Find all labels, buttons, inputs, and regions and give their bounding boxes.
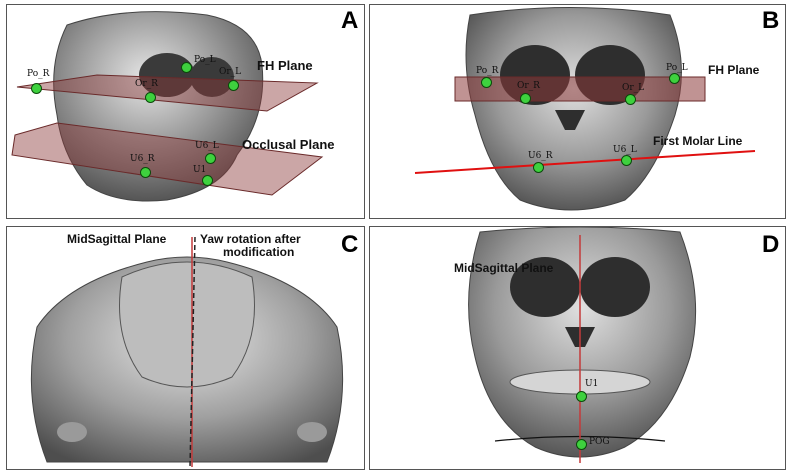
panel-a-figure: [11, 11, 324, 202]
landmark-u6-r-label: U6_R: [130, 154, 155, 164]
landmark-u6-l: [621, 155, 632, 166]
first-molar-line: [414, 150, 756, 174]
landmark-u6-r-label: U6_R: [528, 151, 553, 161]
landmark-po-r: [481, 77, 492, 88]
fh-plane: [454, 76, 706, 102]
landmark-or-l-label: Or_L: [622, 83, 645, 93]
panel-d-figure: [468, 227, 697, 463]
landmark-or-r: [520, 93, 531, 104]
yaw-rotation-label-line2: modification: [223, 245, 295, 259]
landmark-u6-l: [205, 153, 216, 164]
panel-c-figure: [30, 236, 344, 468]
landmark-u1: [202, 175, 213, 186]
fh-plane-label: FH Plane: [708, 63, 760, 77]
landmark-u1-label: U1: [585, 379, 599, 389]
fh-plane-label: FH Plane: [257, 58, 313, 73]
occlusal-plane: [11, 122, 324, 196]
panel-d: D MidSagittal Plane U1 POG: [369, 226, 786, 470]
landmark-po-r-label: Po_R: [476, 66, 499, 76]
midsagittal-plane-label: MidSagittal Plane: [454, 261, 554, 275]
landmark-pog: [576, 439, 587, 450]
panel-c: C MidSagittal Plane Yaw rotation after m…: [6, 226, 365, 470]
landmark-u6-l-label: U6_L: [195, 141, 219, 151]
landmark-pog-label: POG: [589, 437, 610, 447]
landmark-po-l-label: Po_L: [666, 63, 688, 73]
panel-b: B FH Plane First Molar Line Po_R Or_R Or…: [369, 4, 786, 219]
landmark-or-l-label: Or_L: [219, 67, 242, 77]
panel-a-letter: A: [341, 7, 359, 34]
skull-render: [465, 7, 682, 211]
panel-b-letter: B: [762, 7, 780, 34]
yaw-rotation-line: [189, 236, 196, 468]
landmark-or-r-label: Or_R: [517, 81, 540, 91]
first-molar-line-label: First Molar Line: [653, 134, 743, 148]
landmark-or-r-label: Or_R: [135, 79, 158, 89]
landmark-po-r: [31, 83, 42, 94]
panel-b-figure: [414, 7, 756, 211]
landmark-or-r: [145, 92, 156, 103]
landmark-po-r-label: Po_R: [27, 69, 50, 79]
landmark-u6-l-label: U6_L: [613, 145, 637, 155]
midsagittal-plane-label: MidSagittal Plane: [67, 232, 167, 246]
landmark-or-l: [625, 94, 636, 105]
panel-d-letter: D: [762, 231, 780, 258]
panel-c-letter: C: [341, 231, 359, 258]
occlusal-plane-label: Occlusal Plane: [242, 137, 335, 152]
landmark-po-l: [669, 73, 680, 84]
landmark-u6-r: [140, 167, 151, 178]
landmark-u1-label: U1: [193, 165, 207, 175]
landmark-or-l: [228, 80, 239, 91]
panel-a: A FH Plane Occlusal Plane Po_R Or_R Po_L…: [6, 4, 365, 219]
landmark-u1: [576, 391, 587, 402]
landmark-po-l-label: Po_L: [194, 55, 216, 65]
yaw-rotation-label-line1: Yaw rotation after: [200, 232, 301, 246]
landmark-u6-r: [533, 162, 544, 173]
landmark-po-l: [181, 62, 192, 73]
